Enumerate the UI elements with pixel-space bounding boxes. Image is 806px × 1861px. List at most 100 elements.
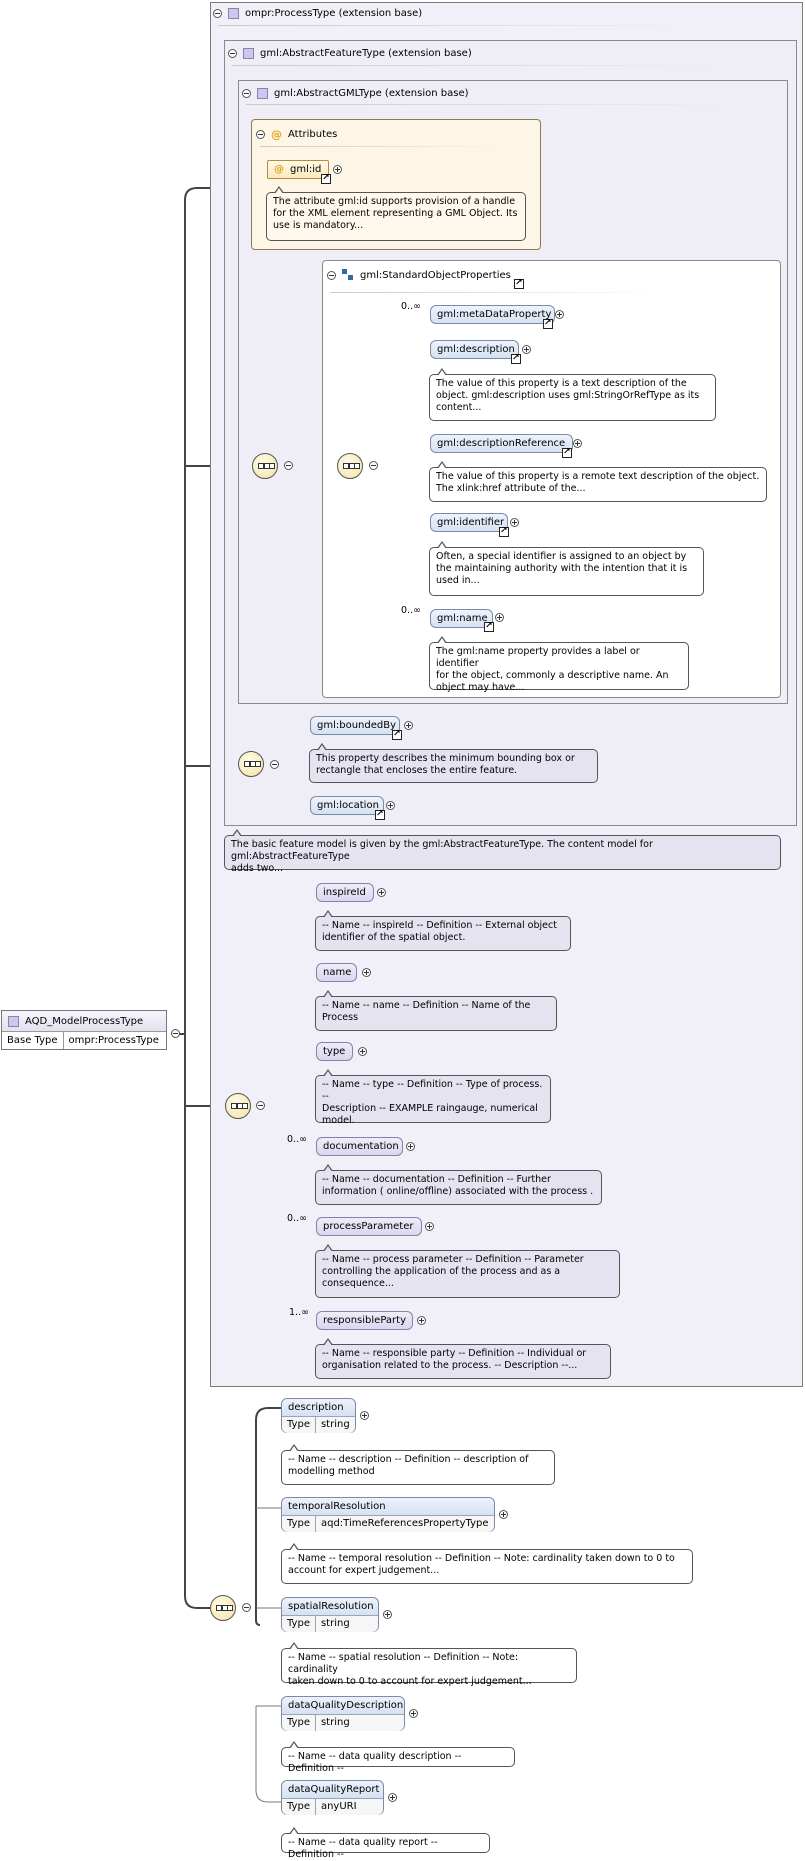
element-label: description <box>282 1399 355 1417</box>
collapse-toggle[interactable] <box>242 89 251 98</box>
gml-descriptionreference-doc: The value of this property is a remote t… <box>429 461 767 502</box>
element-label: responsibleParty <box>323 1315 406 1326</box>
type-value: string <box>320 1419 350 1430</box>
gml-metadataproperty-element[interactable]: gml:metaDataProperty <box>430 305 555 324</box>
collapse-icon[interactable] <box>270 760 279 769</box>
expand-icon[interactable] <box>386 801 395 810</box>
expand-icon[interactable] <box>406 1142 415 1151</box>
doc-line: for the object, commonly a descriptive n… <box>436 670 669 681</box>
processparameter-element[interactable]: processParameter <box>316 1217 422 1236</box>
reference-link-icon[interactable] <box>511 352 521 364</box>
attributes-header: @ Attributes <box>256 128 337 141</box>
documentation-element[interactable]: documentation <box>316 1137 403 1156</box>
expand-icon[interactable] <box>510 518 519 527</box>
collapse-toggle[interactable] <box>256 130 265 139</box>
gml-identifier-element[interactable]: gml:identifier <box>430 513 508 532</box>
doc-line: identifier of the spatial object. <box>322 932 466 943</box>
ompr-processtype-header: ompr:ProcessType (extension base) <box>213 8 422 19</box>
gml-boundedby-element[interactable]: gml:boundedBy <box>310 716 400 735</box>
doc-line: The value of this property is a text des… <box>436 378 687 389</box>
gml-description-element[interactable]: gml:description <box>430 340 519 359</box>
reference-link-icon[interactable] <box>392 728 402 740</box>
collapse-toggle[interactable] <box>228 49 237 58</box>
abstractfeaturetype-header: gml:AbstractFeatureType (extension base) <box>228 48 472 59</box>
root-type-box[interactable]: AQD_ModelProcessType Base Type ompr:Proc… <box>1 1010 167 1050</box>
gml-description-doc: The value of this property is a text des… <box>429 368 716 421</box>
type-key: Type <box>282 1616 316 1632</box>
collapse-icon[interactable] <box>256 1101 265 1110</box>
doc-line: -- Name -- name -- Definition -- Name of… <box>322 1000 531 1011</box>
expand-icon[interactable] <box>388 1793 397 1802</box>
expand-icon[interactable] <box>522 345 531 354</box>
doc-line: This property describes the minimum boun… <box>316 753 575 764</box>
expand-icon[interactable] <box>362 968 371 977</box>
multiplicity-label: 0..∞ <box>287 1213 307 1224</box>
gml-id-attribute[interactable]: gml:id <box>267 160 329 179</box>
doc-line: object. gml:description uses gml:StringO… <box>436 390 700 401</box>
expand-icon[interactable] <box>425 1222 434 1231</box>
expand-icon[interactable] <box>358 1047 367 1056</box>
doc-line: -- Name -- inspireId -- Definition -- Ex… <box>322 920 557 931</box>
sequence-node-process[interactable] <box>225 1093 251 1119</box>
collapse-icon[interactable] <box>284 461 293 470</box>
collapse-icon[interactable] <box>171 1029 180 1038</box>
sequence-node-feature[interactable] <box>238 751 264 777</box>
reference-link-icon[interactable] <box>484 620 494 632</box>
standard-object-properties-header: gml:StandardObjectProperties <box>327 269 511 281</box>
reference-link-icon[interactable] <box>499 525 509 537</box>
collapse-icon[interactable] <box>242 1603 251 1612</box>
reference-link-icon[interactable] <box>562 446 572 458</box>
expand-icon[interactable] <box>404 721 413 730</box>
expand-icon[interactable] <box>417 1316 426 1325</box>
inspireid-element[interactable]: inspireId <box>316 883 374 902</box>
doc-line: modelling method <box>288 1466 375 1477</box>
gml-boundedby-doc: This property describes the minimum boun… <box>309 743 598 783</box>
expand-icon[interactable] <box>573 439 582 448</box>
type-value: string <box>320 1717 350 1728</box>
expand-icon[interactable] <box>383 1610 392 1619</box>
collapse-icon[interactable] <box>369 461 378 470</box>
expand-icon[interactable] <box>377 888 386 897</box>
doc-line: -- Name -- type -- Definition -- Type of… <box>322 1079 543 1102</box>
type-key: Type <box>282 1715 316 1731</box>
reference-link-icon[interactable] <box>543 317 553 329</box>
reference-link-icon[interactable] <box>321 172 331 184</box>
responsibleparty-element[interactable]: responsibleParty <box>316 1311 413 1330</box>
reference-link-icon[interactable] <box>514 277 524 289</box>
gml-descriptionreference-element[interactable]: gml:descriptionReference <box>430 434 573 453</box>
doc-line: information ( online/offline) associated… <box>322 1186 594 1197</box>
doc-line: The basic feature model is given by the … <box>231 839 653 862</box>
gml-location-element[interactable]: gml:location <box>310 796 384 815</box>
name-element[interactable]: name <box>316 963 357 982</box>
doc-line: The value of this property is a remote t… <box>436 471 760 482</box>
sequence-node-std[interactable] <box>337 453 363 479</box>
collapse-toggle[interactable] <box>327 270 336 280</box>
doc-line: used in... <box>436 575 480 586</box>
expand-icon[interactable] <box>333 165 342 174</box>
expand-icon[interactable] <box>499 1510 508 1519</box>
gml-name-doc: The gml:name property provides a label o… <box>429 636 689 693</box>
doc-line: controlling the application of the proce… <box>322 1266 561 1277</box>
reference-link-icon[interactable] <box>375 808 385 820</box>
expand-icon[interactable] <box>409 1709 418 1718</box>
abstractfeaturetype-title: gml:AbstractFeatureType (extension base) <box>260 48 472 59</box>
element-label: gml:description <box>437 344 515 355</box>
processparameter-doc: -- Name -- process parameter -- Definiti… <box>315 1244 620 1298</box>
collapse-toggle[interactable] <box>213 9 222 18</box>
attributes-title: Attributes <box>288 129 338 140</box>
expand-icon[interactable] <box>360 1411 369 1420</box>
expand-icon[interactable] <box>555 310 564 319</box>
type-element[interactable]: type <box>316 1042 353 1061</box>
gml-name-element[interactable]: gml:name <box>430 609 493 628</box>
sequence-node-model[interactable] <box>210 1595 236 1621</box>
spatialresolution-doc: -- Name -- spatial resolution -- Definit… <box>281 1642 577 1687</box>
element-label: gml:metaDataProperty <box>437 309 552 320</box>
expand-icon[interactable] <box>495 613 504 622</box>
sequence-node-gml[interactable] <box>252 453 278 479</box>
root-base-row: Base Type ompr:ProcessType <box>2 1032 166 1049</box>
